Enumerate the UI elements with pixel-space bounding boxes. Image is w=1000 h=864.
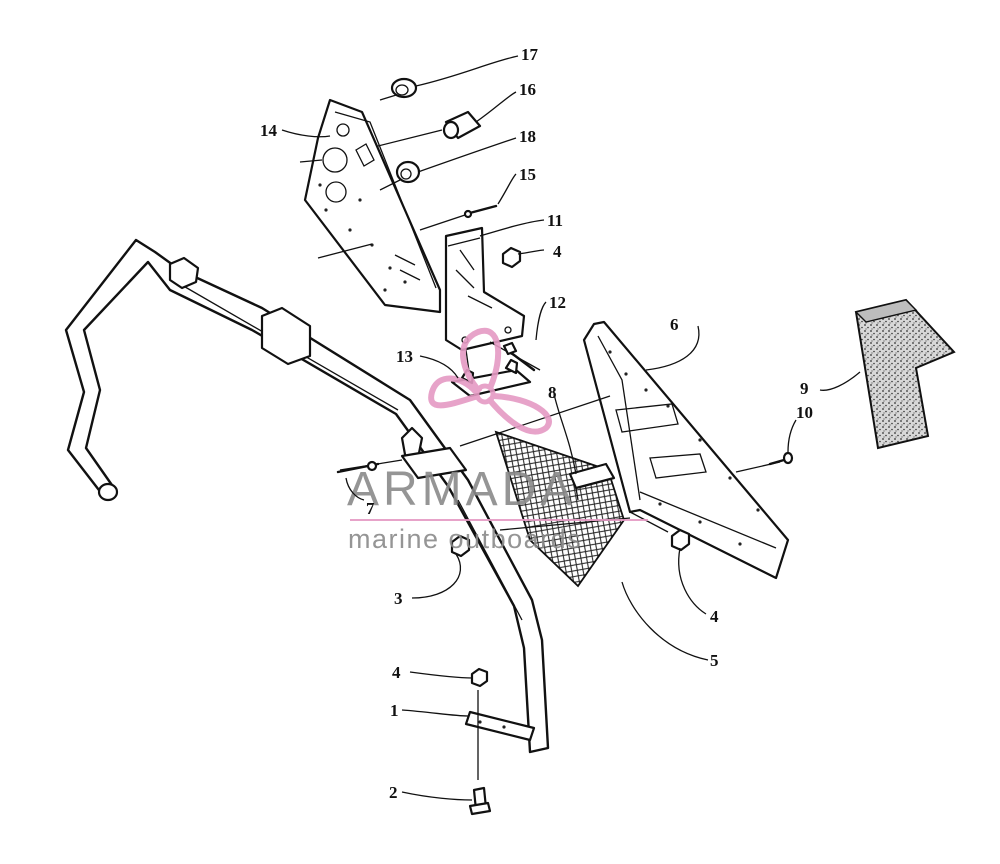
callout-1: 1 bbox=[390, 701, 399, 720]
callout-5: 5 bbox=[710, 651, 719, 670]
callout-7: 7 bbox=[366, 499, 375, 518]
mount-plate bbox=[400, 446, 468, 480]
bolt-part-2 bbox=[468, 786, 492, 816]
watermark-brand: ARMADA bbox=[347, 463, 576, 516]
propeller-logo-icon bbox=[428, 327, 552, 435]
callout-14: 14 bbox=[260, 121, 278, 140]
side-plate-part-14 bbox=[303, 98, 442, 314]
callout-11: 11 bbox=[547, 211, 563, 230]
nut-part-3 bbox=[450, 534, 471, 558]
pin-part-7 bbox=[336, 460, 380, 474]
callout-4-upper: 4 bbox=[553, 242, 562, 261]
grommet-part-18 bbox=[395, 160, 421, 184]
callout-4-lower: 4 bbox=[392, 663, 401, 682]
callout-17: 17 bbox=[521, 45, 539, 64]
bushing-part-16 bbox=[442, 110, 482, 140]
side-panel-part-6 bbox=[582, 320, 790, 580]
bolt-part-12 bbox=[502, 341, 536, 372]
callout-6: 6 bbox=[670, 315, 679, 334]
watermark: ARMADA marine outboards bbox=[347, 327, 648, 554]
bracket-part-8 bbox=[568, 462, 616, 501]
callout-labels: 17 16 14 18 15 11 4 12 6 13 8 9 10 7 3 4… bbox=[260, 45, 813, 802]
pin-part-15 bbox=[463, 204, 498, 219]
bracket-part-11 bbox=[444, 226, 526, 352]
callout-3: 3 bbox=[394, 589, 403, 608]
callout-10: 10 bbox=[796, 403, 813, 422]
screw-part-10 bbox=[768, 451, 794, 466]
watermark-tagline: marine outboards bbox=[348, 524, 582, 554]
callout-13: 13 bbox=[396, 347, 413, 366]
leader-lines bbox=[281, 55, 861, 801]
callout-9: 9 bbox=[800, 379, 809, 398]
nut-part-4-lower bbox=[470, 667, 489, 688]
callout-18: 18 bbox=[519, 127, 536, 146]
callout-15: 15 bbox=[519, 165, 536, 184]
callout-8: 8 bbox=[548, 383, 557, 402]
callout-4-right: 4 bbox=[710, 607, 719, 626]
callout-2: 2 bbox=[389, 783, 398, 802]
callout-12: 12 bbox=[549, 293, 566, 312]
nut-part-4-right bbox=[670, 528, 691, 552]
nut-part-4-upper bbox=[501, 246, 522, 269]
callout-16: 16 bbox=[519, 80, 536, 99]
foam-block-part-9 bbox=[854, 298, 956, 450]
grommet-part-17 bbox=[390, 77, 418, 99]
